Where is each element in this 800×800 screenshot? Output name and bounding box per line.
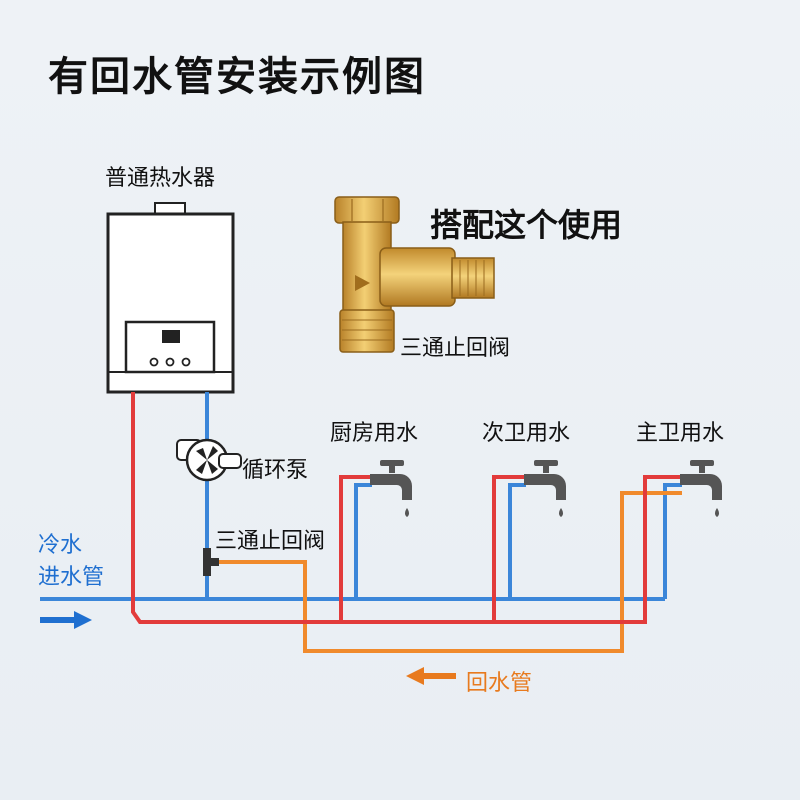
pump-fan-icon [196,448,207,460]
diagram-title: 有回水管安装示例图 [48,54,426,100]
faucet-label-kitchen: 厨房用水 [330,421,419,446]
faucet-label-master-bath: 主卫用水 [636,421,725,446]
combo-text: 搭配这个使用 [430,206,623,244]
pump-label: 循环泵 [242,458,309,483]
heater-display [162,330,180,343]
return-arrow-icon [406,667,456,685]
faucet-icon [370,460,412,517]
cold-inlet-arrow-icon [40,611,92,629]
faucet-label-secondary-bath: 次卫用水 [482,421,571,446]
return-pipe [215,491,682,653]
return-pipe-label: 回水管 [466,671,533,696]
heater-knob [165,357,175,367]
heater-knob [149,357,159,367]
heater-label: 普通热水器 [105,166,216,191]
junction-valve-label: 三通止回阀 [215,529,326,554]
heater-knob [181,357,191,367]
product-valve-label: 三通止回阀 [400,336,511,361]
cold-water-pipes [40,392,682,601]
faucet-icon [524,460,566,517]
cold-inlet-label-2: 进水管 [38,565,105,590]
water-heater [106,202,235,394]
cold-inlet-label-1: 冷水 [38,533,83,558]
faucet-icon [680,460,722,517]
circulation-pump [176,438,242,482]
hot-water-pipes [131,392,682,624]
junction-check-valve-icon [203,548,219,576]
brass-check-valve-icon [334,196,495,353]
